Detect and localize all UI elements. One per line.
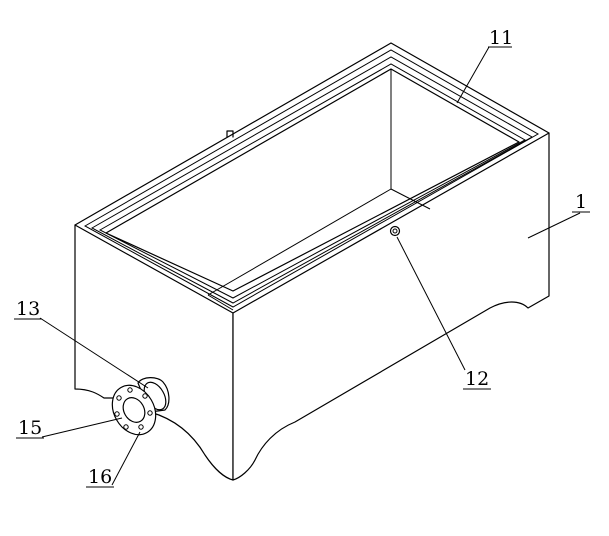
svg-text:13: 13 [16, 298, 40, 320]
inner-floor-edge-front [207, 294, 234, 311]
leader-1 [527, 212, 581, 239]
inner-floor-edge-left [207, 188, 392, 296]
svg-text:12: 12 [465, 368, 489, 390]
svg-text:15: 15 [18, 417, 42, 439]
inner-floor-edge-right [390, 188, 431, 210]
svg-text:11: 11 [489, 27, 513, 49]
back-rim-fitting [226, 130, 234, 138]
leader-15 [41, 417, 123, 438]
leader-16 [111, 431, 141, 486]
label-16: 16 [86, 466, 114, 488]
leader-13 [39, 317, 149, 389]
flange-15 [111, 384, 157, 436]
bolt-12 [389, 225, 401, 237]
label-12: 12 [463, 368, 491, 390]
inner-opening [105, 68, 520, 292]
leader-11 [456, 46, 490, 104]
lid-frame-line-1 [83, 49, 540, 308]
box-right-face [232, 132, 550, 481]
box-left-face [74, 224, 234, 481]
flange-holes-16 [114, 387, 153, 430]
rim-outer [74, 42, 550, 226]
leader-12 [396, 236, 466, 371]
lid-frame-line-2 [90, 56, 534, 304]
label-15: 15 [16, 417, 44, 439]
label-1: 1 [572, 191, 590, 213]
label-13: 13 [14, 298, 42, 320]
svg-text:1: 1 [575, 191, 587, 213]
label-11: 11 [488, 27, 513, 49]
lid-frame-line-3 [98, 63, 527, 299]
svg-text:16: 16 [88, 466, 112, 488]
